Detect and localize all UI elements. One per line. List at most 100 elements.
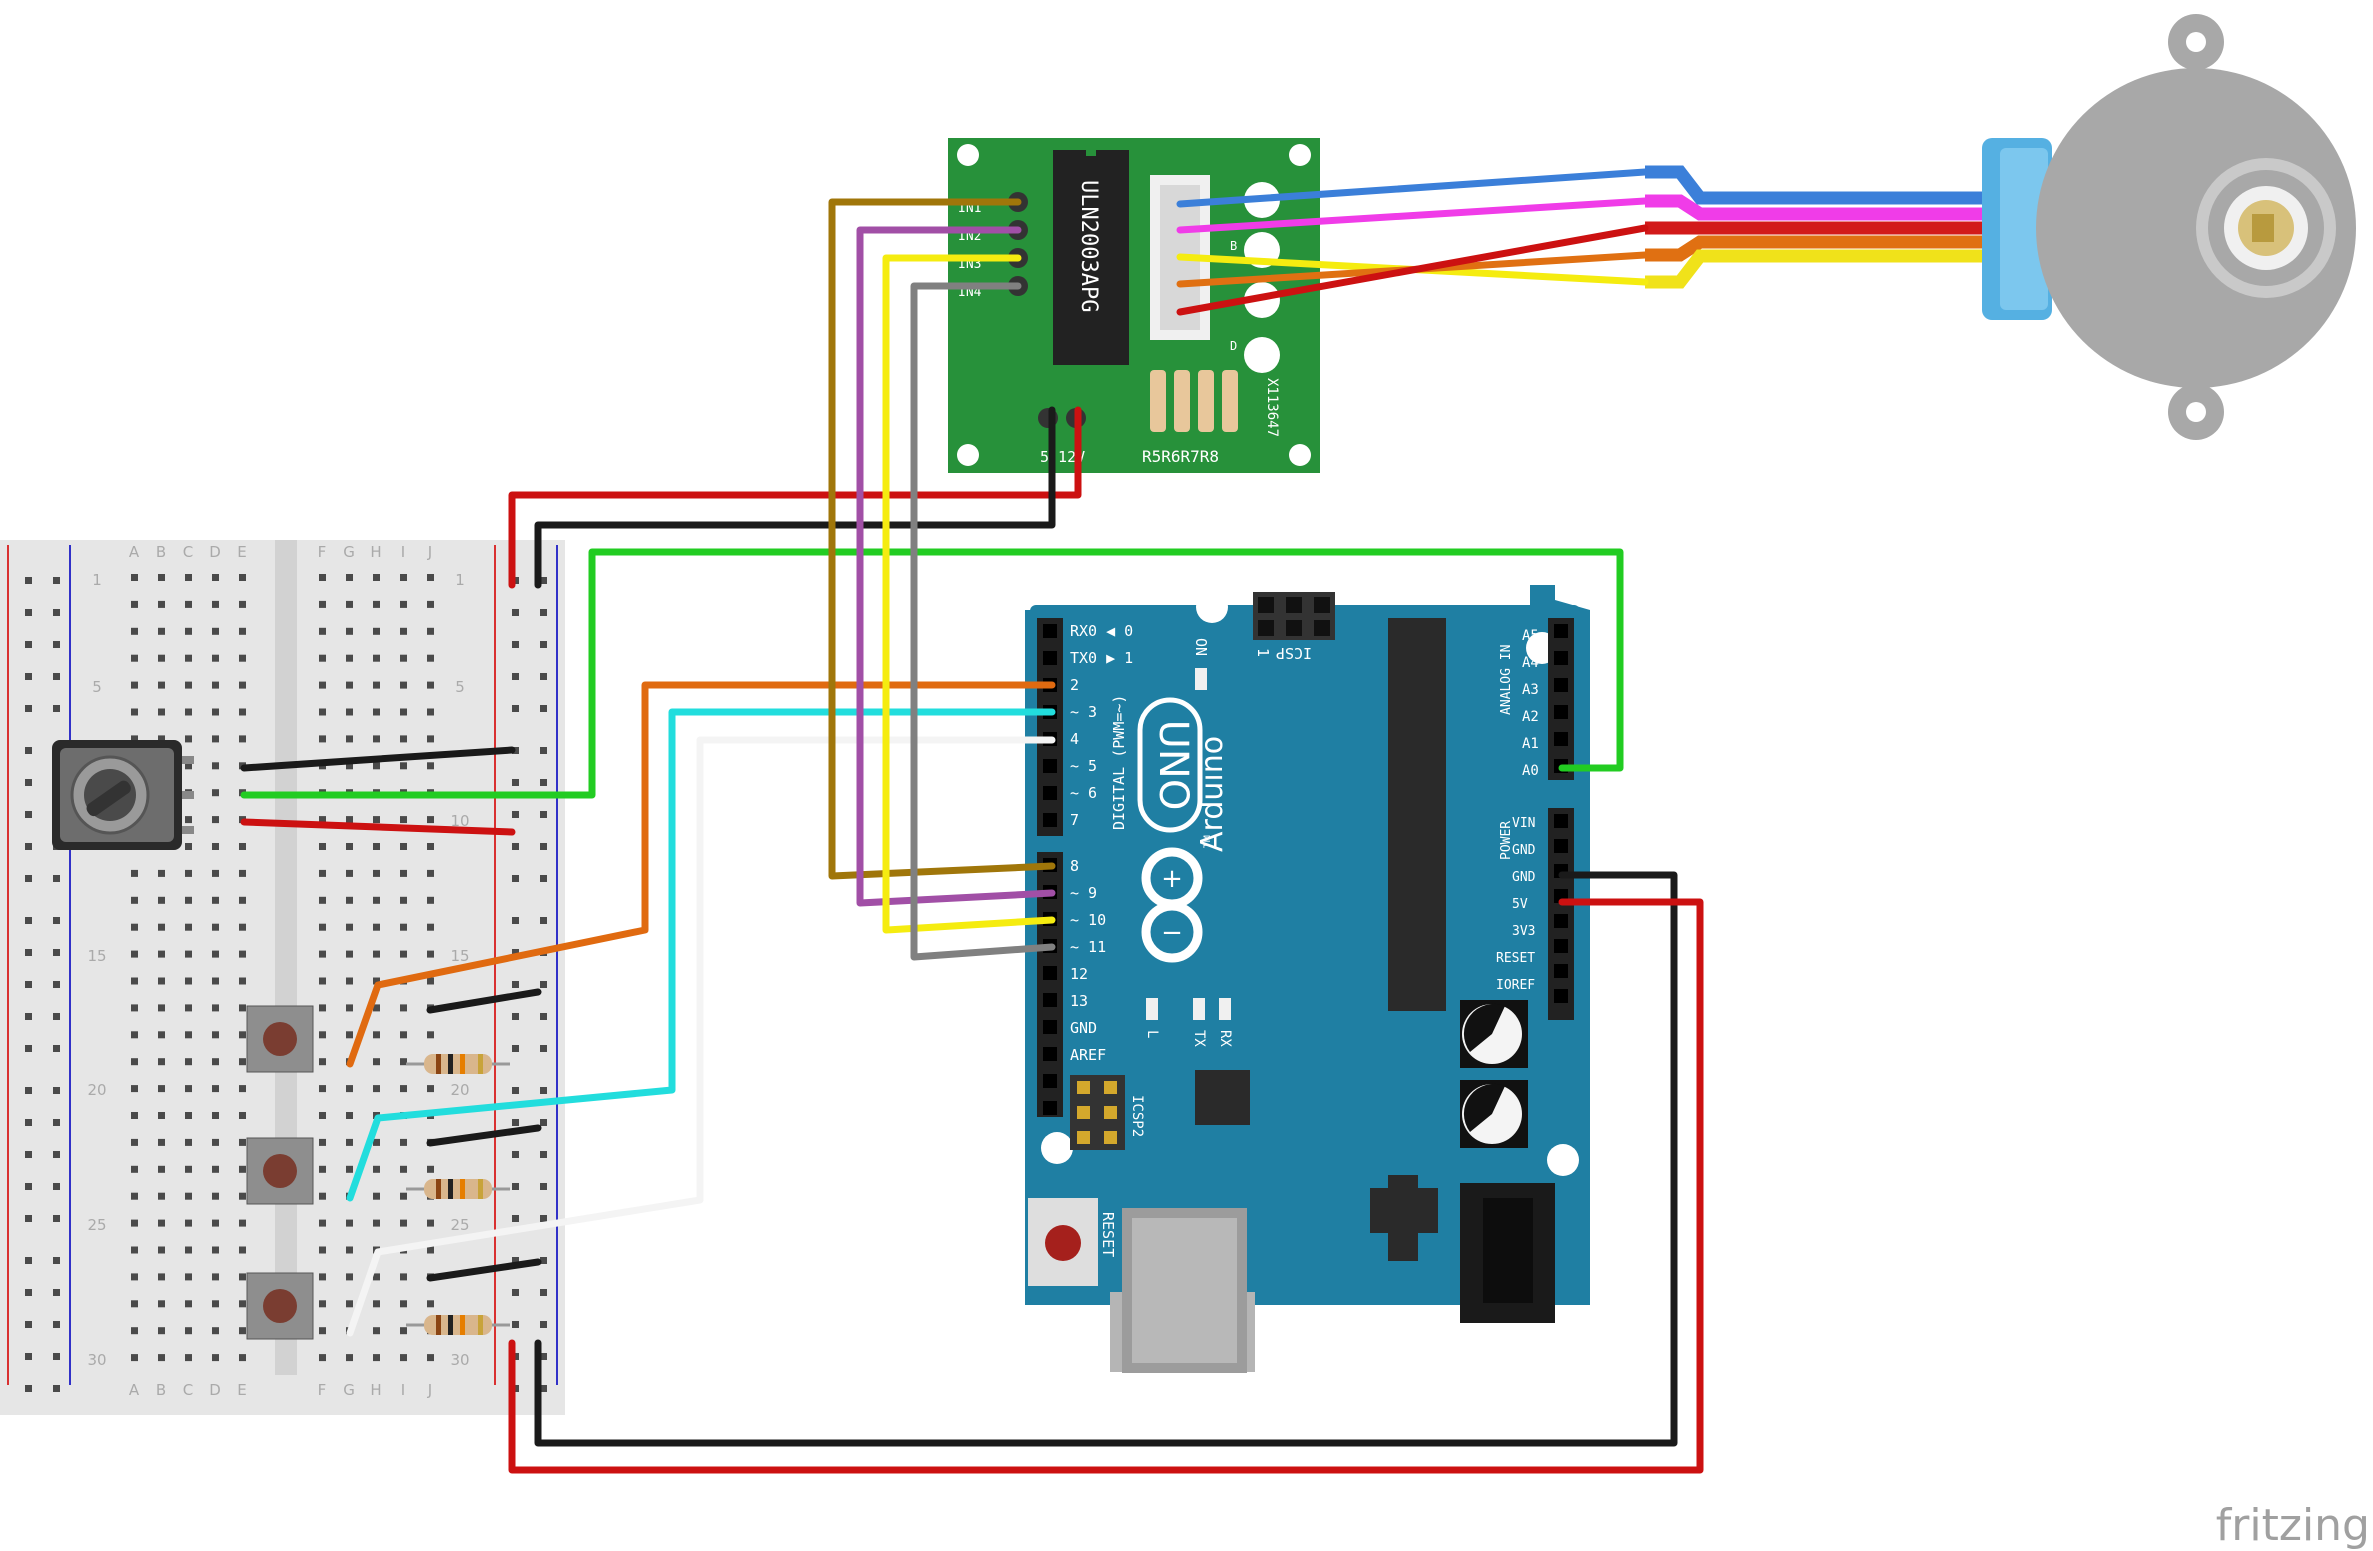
breadboard-hole <box>319 681 326 689</box>
digital-pin-hole <box>1043 651 1057 665</box>
wire-driver-gnd <box>534 406 1056 589</box>
breadboard-hole <box>400 574 407 581</box>
push-button-cap[interactable] <box>263 1022 297 1056</box>
breadboard-hole <box>427 654 434 662</box>
push-button-cap[interactable] <box>263 1154 297 1188</box>
breadboard-hole <box>346 1085 353 1093</box>
column-letter: E <box>237 543 246 561</box>
rail-hole <box>540 1289 547 1296</box>
breadboard-hole <box>427 574 434 581</box>
breadboard-hole <box>239 574 246 581</box>
breadboard-hole <box>212 1138 219 1146</box>
push-button-3[interactable] <box>246 1272 314 1340</box>
rail-hole <box>512 1045 519 1052</box>
push-button-cap[interactable] <box>263 1289 297 1323</box>
rail-hole <box>53 1353 60 1360</box>
column-letter: G <box>343 543 355 561</box>
row-number: 1 <box>92 571 102 589</box>
row-number: 15 <box>87 947 106 965</box>
breadboard-hole <box>185 896 192 904</box>
rail-hole <box>540 981 547 988</box>
breadboard-hole <box>212 762 219 770</box>
breadboard-hole <box>427 1031 434 1039</box>
breadboard-hole <box>212 1031 219 1039</box>
breadboard-hole <box>158 1219 165 1227</box>
wire-button1-pin2 <box>346 681 1056 1068</box>
breadboard-hole <box>373 600 380 608</box>
reset-button[interactable] <box>1045 1225 1081 1261</box>
rail-hole <box>540 1045 547 1052</box>
breadboard-hole <box>239 843 246 850</box>
arduino-logo: UNO + − Arduino TM <box>1137 697 1230 963</box>
breadboard-hole <box>185 627 192 635</box>
breadboard-hole <box>212 574 219 581</box>
breadboard-hole <box>212 1058 219 1066</box>
chip-label: ULN2003APG <box>1076 180 1101 312</box>
rail-hole <box>25 641 32 648</box>
rail-hole <box>540 1321 547 1328</box>
digital-pin-label: ~ 5 <box>1070 757 1097 775</box>
rail-hole <box>512 609 519 616</box>
rail-hole <box>25 747 32 754</box>
stepper-motor <box>1645 14 2356 440</box>
breadboard-hole <box>319 627 326 635</box>
breadboard-hole <box>427 762 434 770</box>
breadboard-hole <box>400 816 407 824</box>
breadboard-hole <box>131 627 138 635</box>
breadboard-hole <box>158 923 165 931</box>
breadboard-hole <box>427 843 434 850</box>
rail-hole <box>540 1385 547 1392</box>
rail-hole <box>512 1321 519 1328</box>
breadboard-hole <box>212 1165 219 1173</box>
rail-hole <box>540 875 547 882</box>
breadboard-hole <box>373 1192 380 1200</box>
breadboard-hole <box>131 1058 138 1066</box>
icsp-pin <box>1314 597 1330 613</box>
column-letter: C <box>183 1381 193 1399</box>
icsp2-pin <box>1077 1081 1090 1094</box>
breadboard-hole <box>319 923 326 931</box>
icsp2-pin <box>1104 1131 1117 1144</box>
rail-hole <box>25 1087 32 1094</box>
breadboard-hole <box>185 708 192 716</box>
breadboard-hole <box>239 869 246 877</box>
breadboard-hole <box>239 1327 246 1335</box>
breadboard-hole <box>373 950 380 958</box>
breadboard-hole <box>319 1004 326 1012</box>
digital-pin-label: 2 <box>1070 676 1079 694</box>
potentiometer-pin <box>182 791 194 799</box>
rail-hole <box>25 981 32 988</box>
icsp-pin <box>1286 620 1302 636</box>
power-pin-label: 5V <box>1512 897 1528 912</box>
analog-pin-label: A4 <box>1522 655 1539 671</box>
breadboard-hole <box>373 708 380 716</box>
column-letter: G <box>343 1381 355 1399</box>
digital-pin-label: 8 <box>1070 857 1079 875</box>
breadboard-hole <box>131 708 138 716</box>
motor-lead-orange <box>1645 235 1990 262</box>
rail-hole <box>25 673 32 680</box>
breadboard-hole <box>373 1354 380 1362</box>
breadboard-hole <box>131 923 138 931</box>
breadboard-hole <box>373 896 380 904</box>
breadboard-hole <box>158 869 165 877</box>
breadboard-hole <box>158 896 165 904</box>
power-pin-label: GND <box>1512 870 1536 885</box>
breadboard-hole <box>373 1138 380 1146</box>
push-button-2[interactable] <box>246 1137 314 1205</box>
breadboard-hole <box>239 735 246 743</box>
breadboard-hole <box>319 950 326 958</box>
breadboard-hole <box>239 1138 246 1146</box>
push-button-1[interactable] <box>246 1005 314 1073</box>
resistor-label: R5R6R7R8 <box>1142 447 1219 466</box>
rail-hole <box>512 641 519 648</box>
breadboard-hole <box>185 1031 192 1039</box>
breadboard-hole <box>400 1004 407 1012</box>
rail-hole <box>53 1087 60 1094</box>
breadboard-hole <box>131 600 138 608</box>
potentiometer[interactable] <box>52 740 194 850</box>
breadboard-hole <box>239 681 246 689</box>
breadboard-hole <box>346 654 353 662</box>
led-l <box>1146 998 1158 1020</box>
breadboard-hole <box>400 1327 407 1335</box>
